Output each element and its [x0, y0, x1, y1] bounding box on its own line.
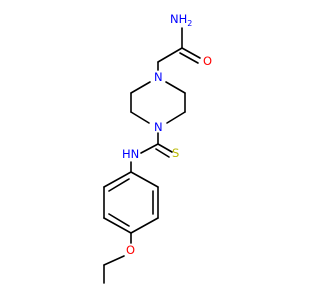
piperazine-n-top-label: N: [154, 70, 163, 84]
bond-carbonyl-o-1: [181, 47, 201, 59]
ether-oxygen-label: O: [126, 243, 135, 257]
atom-labels: NH2 O N N S HN O: [122, 12, 212, 257]
amide-nh2-label: NH2: [170, 12, 192, 28]
bond-o-ch2: [103, 255, 125, 266]
bond-carbonyl-o-2: [179, 52, 199, 64]
bond-benz-inner-2: [108, 213, 130, 227]
bond-ring-4: [166, 111, 186, 124]
bond-ring-3: [130, 111, 150, 124]
bonds: [103, 27, 201, 284]
bond-ring-1: [130, 81, 151, 94]
molecule-structure: NH2 O N N S HN O: [103, 12, 212, 284]
bond-thioc-nh: [140, 143, 159, 154]
bond-benz-1: [130, 171, 159, 188]
piperazine-n-bottom-label: N: [154, 120, 163, 134]
bond-benz-4: [103, 217, 132, 234]
molecule-canvas: NH2 O N N S HN O: [103, 12, 212, 284]
bond-ch2-carbonyl: [157, 47, 183, 63]
amide-oxygen-label: O: [203, 54, 212, 68]
bond-benz-3: [130, 217, 159, 234]
bond-benz-6: [103, 171, 132, 188]
bond-ring-6: [165, 81, 186, 94]
bond-cs-2: [155, 148, 170, 158]
thioamide-nh-label: HN: [122, 147, 139, 161]
thiocarbonyl-sulfur-label: S: [172, 146, 179, 160]
bond-cs-1: [157, 143, 173, 153]
bond-benz-inner-3: [108, 178, 130, 192]
